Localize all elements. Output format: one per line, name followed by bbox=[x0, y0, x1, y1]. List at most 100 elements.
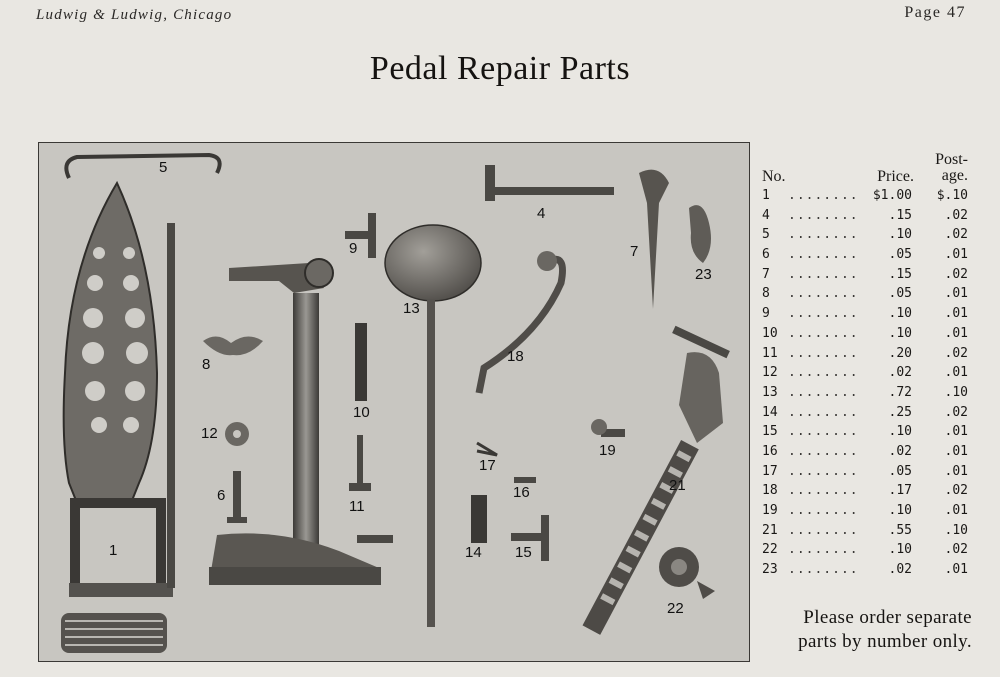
table-row: 21.........55.10 bbox=[760, 521, 972, 541]
part-price: .05 bbox=[888, 463, 912, 479]
part-postage: .02 bbox=[944, 345, 968, 361]
publisher-header: Ludwig & Ludwig, Chicago bbox=[36, 7, 233, 23]
part-postage: .01 bbox=[944, 365, 968, 381]
part-postage: .02 bbox=[944, 483, 968, 499]
part-price: .02 bbox=[888, 562, 912, 578]
part-price: .05 bbox=[888, 247, 912, 263]
part-number: 19 bbox=[762, 503, 778, 518]
part-price: .25 bbox=[888, 404, 912, 420]
part-postage: .01 bbox=[944, 306, 968, 322]
part-number: 21 bbox=[762, 522, 778, 538]
table-row: 10.........10.01 bbox=[760, 324, 972, 344]
part-label-15: 15 bbox=[515, 544, 532, 561]
table-row: 22........ .10 .02 bbox=[760, 540, 972, 560]
leader-dots: ........ bbox=[788, 325, 859, 341]
table-row: 17.........05.01 bbox=[760, 462, 972, 482]
part-number: 9 bbox=[762, 306, 770, 322]
part-number: 5 bbox=[762, 227, 770, 243]
part-number: 13 bbox=[762, 384, 778, 400]
part-label-11: 11 bbox=[349, 498, 365, 515]
part-number: 18 bbox=[762, 483, 778, 499]
part-postage: .01 bbox=[944, 424, 968, 440]
part-postage: .02 bbox=[944, 227, 968, 243]
page-number: Page 47 bbox=[904, 4, 966, 21]
part-price: .20 bbox=[888, 345, 912, 361]
part-label-1: 1 bbox=[109, 542, 118, 559]
part-number: 6 bbox=[762, 247, 770, 263]
part-label-21: 21 bbox=[669, 477, 686, 494]
part-price: .10 bbox=[888, 424, 912, 440]
table-row: 12.........02.01 bbox=[760, 363, 972, 383]
part-price: .10 bbox=[888, 503, 912, 518]
part-postage: .01 bbox=[944, 443, 968, 459]
part-postage: .01 bbox=[944, 247, 968, 263]
part-label-12: 12 bbox=[201, 425, 218, 442]
table-row: 14.........25.02 bbox=[760, 403, 972, 423]
part-price: .55 bbox=[888, 522, 912, 538]
leader-dots: ........ bbox=[788, 424, 859, 440]
order-note: Please order separate parts by number on… bbox=[760, 606, 972, 654]
part-label-6: 6 bbox=[217, 487, 226, 504]
part-number: 8 bbox=[762, 286, 770, 302]
leader-dots: ........ bbox=[788, 443, 859, 459]
leader-dots: ........ bbox=[788, 247, 859, 263]
part-postage: .02 bbox=[944, 542, 968, 558]
part-number: 7 bbox=[762, 266, 770, 282]
leader-dots: ........ bbox=[788, 522, 859, 538]
part-number: 4 bbox=[762, 207, 770, 223]
header-postage-line1: Post- bbox=[935, 151, 968, 168]
table-row: 18.........17.02 bbox=[760, 481, 972, 501]
part-label-19: 19 bbox=[599, 442, 616, 459]
header-no: No. bbox=[762, 168, 786, 185]
part-price: .10 bbox=[888, 325, 912, 341]
leader-dots: ........ bbox=[788, 542, 859, 558]
part-label-8: 8 bbox=[202, 356, 211, 373]
part-price: .02 bbox=[888, 443, 912, 459]
table-row: 19.........10.01 bbox=[760, 501, 972, 521]
parts-photograph: 5 4 7 23 9 13 1 8 18 10 12 19 17 16 6 11… bbox=[38, 142, 750, 662]
leader-dots: ........ bbox=[788, 384, 859, 400]
table-row: 4.........15.02 bbox=[760, 206, 972, 226]
table-row: 8.........05.01 bbox=[760, 284, 972, 304]
part-number: 22 bbox=[762, 542, 778, 558]
leader-dots: ........ bbox=[788, 503, 859, 518]
table-row: 5........ .10 .02 bbox=[760, 225, 972, 245]
part-price: .05 bbox=[888, 286, 912, 302]
table-row: 15.........10.01 bbox=[760, 422, 972, 442]
part-label-14: 14 bbox=[465, 544, 482, 561]
part-postage: .01 bbox=[944, 562, 968, 578]
leader-dots: ........ bbox=[788, 227, 859, 243]
part-price: .72 bbox=[888, 384, 912, 400]
table-row: 7.........15.02 bbox=[760, 265, 972, 285]
part-number: 17 bbox=[762, 463, 778, 479]
part-label-7: 7 bbox=[630, 243, 639, 260]
leader-dots: ........ bbox=[788, 345, 859, 361]
part-postage: .02 bbox=[944, 266, 968, 282]
part-number: 11 bbox=[762, 345, 778, 361]
part-label-23: 23 bbox=[695, 266, 712, 283]
part-label-18: 18 bbox=[507, 348, 524, 365]
part-label-17: 17 bbox=[479, 457, 496, 474]
leader-dots: ........ bbox=[788, 562, 859, 578]
part-label-9: 9 bbox=[349, 240, 358, 257]
part-postage: .02 bbox=[944, 207, 968, 223]
leader-dots: ........ bbox=[788, 188, 859, 203]
part-label-13: 13 bbox=[403, 300, 420, 317]
part-price: .02 bbox=[888, 365, 912, 381]
table-row: 23........ .02 .01 bbox=[760, 560, 972, 580]
table-row: 13.........72.10 bbox=[760, 383, 972, 403]
part-price: .10 bbox=[888, 542, 912, 558]
part-price: .10 bbox=[888, 227, 912, 243]
table-row: 11........ .20 .02 bbox=[760, 344, 972, 364]
part-number: 14 bbox=[762, 404, 778, 420]
part-number: 12 bbox=[762, 365, 778, 381]
leader-dots: ........ bbox=[788, 463, 859, 479]
leader-dots: ........ bbox=[788, 404, 859, 420]
part-price: .10 bbox=[888, 306, 912, 322]
part-label-5: 5 bbox=[159, 159, 168, 176]
table-row: 16.........02.01 bbox=[760, 442, 972, 462]
part-label-22: 22 bbox=[667, 600, 684, 617]
header-price: Price. bbox=[877, 168, 914, 185]
part-number: 23 bbox=[762, 562, 778, 578]
part-price: .15 bbox=[888, 207, 912, 223]
